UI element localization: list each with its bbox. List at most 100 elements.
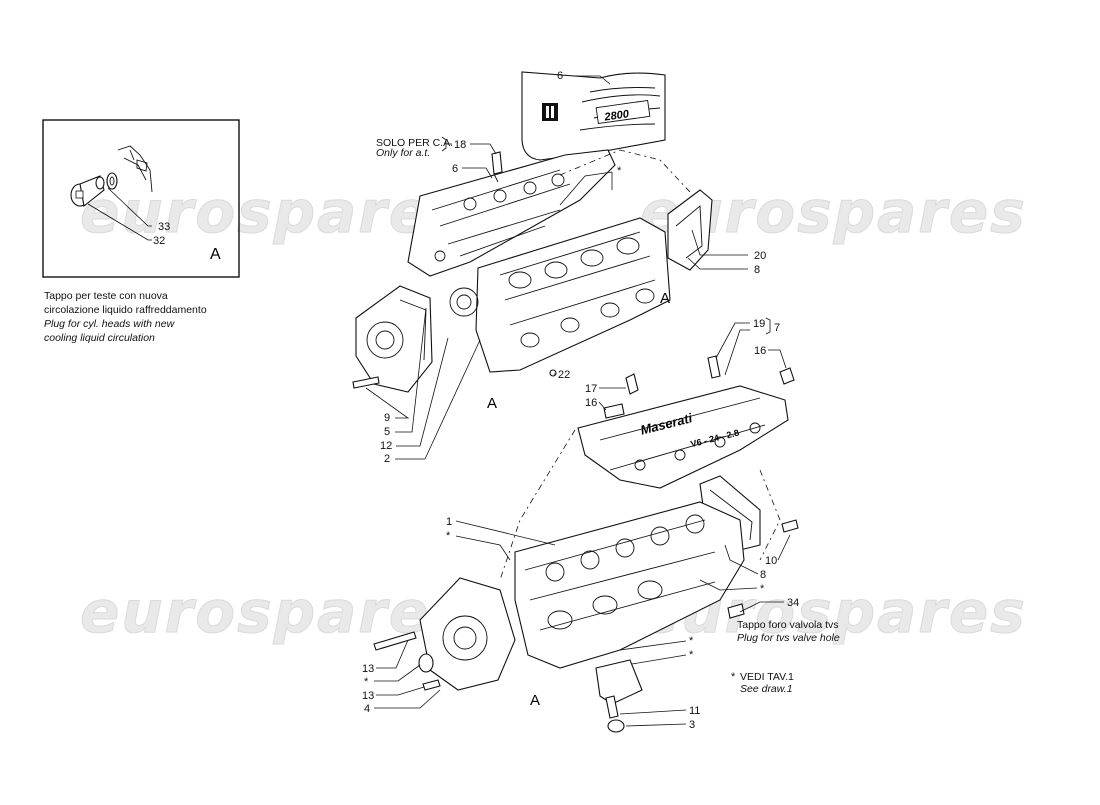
callout-8-upper: 8 bbox=[754, 264, 760, 276]
plug-34 bbox=[727, 603, 745, 619]
callout-1: 1 bbox=[446, 516, 452, 528]
callout-9: 9 bbox=[384, 412, 390, 424]
inset-plug bbox=[70, 175, 105, 208]
tvs-note-it: Tappo foro valvola tvs bbox=[737, 619, 839, 631]
callout-10: 10 bbox=[765, 555, 777, 567]
tvs-note-en: Plug for tvs valve hole bbox=[737, 632, 840, 644]
leader-8-lower bbox=[724, 544, 759, 575]
bolt-9 bbox=[352, 376, 380, 389]
leader-star-lower-2 bbox=[699, 579, 758, 591]
leader-8-upper bbox=[687, 257, 748, 270]
assembly-line-upper bbox=[559, 149, 691, 193]
callout-8-lower: 8 bbox=[760, 569, 766, 581]
inset-housing-fragment bbox=[117, 145, 153, 193]
upper-cam-cover bbox=[407, 149, 616, 277]
leader-11 bbox=[619, 709, 687, 715]
callout-22: 22 bbox=[558, 369, 570, 381]
watermark-text: eurospares bbox=[80, 178, 467, 246]
callout-34: 34 bbox=[787, 597, 799, 609]
caption-en-line2: cooling liquid circulation bbox=[44, 332, 155, 344]
leader-13-upper bbox=[376, 639, 409, 669]
leader-star-lower-4 bbox=[631, 654, 687, 665]
watermark-group: eurospares eurospares eurospares eurospa… bbox=[80, 178, 1026, 647]
callout-17: 17 bbox=[585, 383, 597, 395]
bracket-18 bbox=[441, 136, 452, 152]
engine-top-cover: 2800 6 bbox=[521, 70, 666, 161]
timing-housing-lower bbox=[419, 577, 516, 691]
leader-6-head bbox=[462, 167, 493, 179]
leader-2 bbox=[395, 339, 481, 460]
vedi-it: VEDI TAV.1 bbox=[740, 671, 794, 683]
leader-5 bbox=[395, 307, 427, 433]
callout-6-head: 6 bbox=[452, 163, 458, 175]
caption-en-line1: Plug for cyl. heads with new bbox=[44, 318, 176, 330]
lower-valve-rows bbox=[545, 514, 705, 630]
callout-18: 18 bbox=[454, 139, 466, 151]
letter-A-upper-right: A bbox=[660, 290, 670, 307]
leader-9 bbox=[365, 387, 410, 419]
leader-star-upper bbox=[559, 171, 613, 206]
callout-6-cover: 6 bbox=[557, 70, 563, 82]
callout-16-left: 16 bbox=[585, 397, 597, 409]
bolt-13-short bbox=[422, 679, 441, 691]
leader-10 bbox=[777, 534, 791, 561]
leader-16-left bbox=[598, 401, 607, 411]
callout-4: 4 bbox=[364, 703, 370, 715]
inset-washer bbox=[106, 172, 118, 190]
callout-star-lower-1: * bbox=[446, 530, 451, 542]
caption-it-line2: circolazione liquido raffreddamento bbox=[44, 304, 207, 316]
leader-star-lower-1 bbox=[455, 535, 511, 561]
callout-star-lower-5: * bbox=[364, 676, 369, 688]
leader-12 bbox=[396, 337, 449, 447]
callout-2: 2 bbox=[384, 453, 390, 465]
bolt-10 bbox=[781, 519, 799, 533]
callout-3: 3 bbox=[689, 719, 695, 731]
caption-it-line1: Tappo per teste con nuova bbox=[44, 290, 168, 302]
inset-letter: A bbox=[210, 246, 221, 263]
solo-label: SOLO PER C.A. bbox=[376, 137, 453, 149]
nut-22 bbox=[549, 369, 557, 377]
upper-callouts: SOLO PER C.A. Only for a.t. 18 6 * 20 8 … bbox=[365, 136, 766, 465]
callout-11: 11 bbox=[689, 705, 700, 717]
bracket-19-7 bbox=[765, 317, 771, 335]
leader-32 bbox=[87, 203, 152, 241]
leader-4 bbox=[374, 689, 441, 709]
callout-5: 5 bbox=[384, 426, 390, 438]
inset-port bbox=[136, 159, 148, 172]
valve-port-row bbox=[508, 237, 655, 348]
leader-6-cover bbox=[574, 75, 611, 85]
callout-13-upper: 13 bbox=[362, 663, 374, 675]
only-label: Only for a.t. bbox=[376, 147, 430, 159]
callout-19: 19 bbox=[753, 318, 765, 330]
temperature-sender bbox=[491, 151, 503, 183]
end-cover-plate bbox=[667, 189, 713, 271]
leader-13-lower bbox=[376, 686, 425, 696]
leader-16-right bbox=[768, 349, 787, 369]
callout-star-upper: * bbox=[617, 165, 622, 177]
letter-A-upper-left: A bbox=[487, 395, 497, 412]
letter-A-lower: A bbox=[530, 692, 540, 709]
leader-19-7 bbox=[715, 322, 750, 376]
bolt-16-right bbox=[779, 367, 795, 385]
lower-cam-cover: Maserati V6 - 24 - 2.8 bbox=[577, 385, 789, 489]
callout-16-right: 16 bbox=[754, 345, 766, 357]
sensor-19 bbox=[707, 355, 721, 379]
lower-callouts: 19 7 16 17 16 1 * 10 8 * 34 Tappo foro v… bbox=[362, 317, 840, 731]
vedi-star: * bbox=[731, 671, 736, 683]
seal-ring bbox=[418, 653, 434, 673]
lower-cylinder-head bbox=[514, 501, 745, 669]
cover-badge-text: 2800 bbox=[603, 108, 631, 124]
callout-12: 12 bbox=[380, 440, 392, 452]
callout-7: 7 bbox=[774, 322, 780, 334]
callout-32: 32 bbox=[153, 235, 165, 247]
trident-logo-icon bbox=[542, 103, 558, 121]
inset-caption: Tappo per teste con nuova circolazione l… bbox=[44, 290, 207, 344]
vedi-en: See draw.1 bbox=[740, 683, 793, 695]
timing-housing-upper bbox=[355, 285, 433, 393]
callout-star-lower-4: * bbox=[689, 649, 694, 661]
thermostat-housing bbox=[595, 659, 643, 733]
leader-3 bbox=[625, 723, 687, 727]
bolt-16-left bbox=[603, 403, 625, 419]
leader-18 bbox=[470, 143, 497, 155]
